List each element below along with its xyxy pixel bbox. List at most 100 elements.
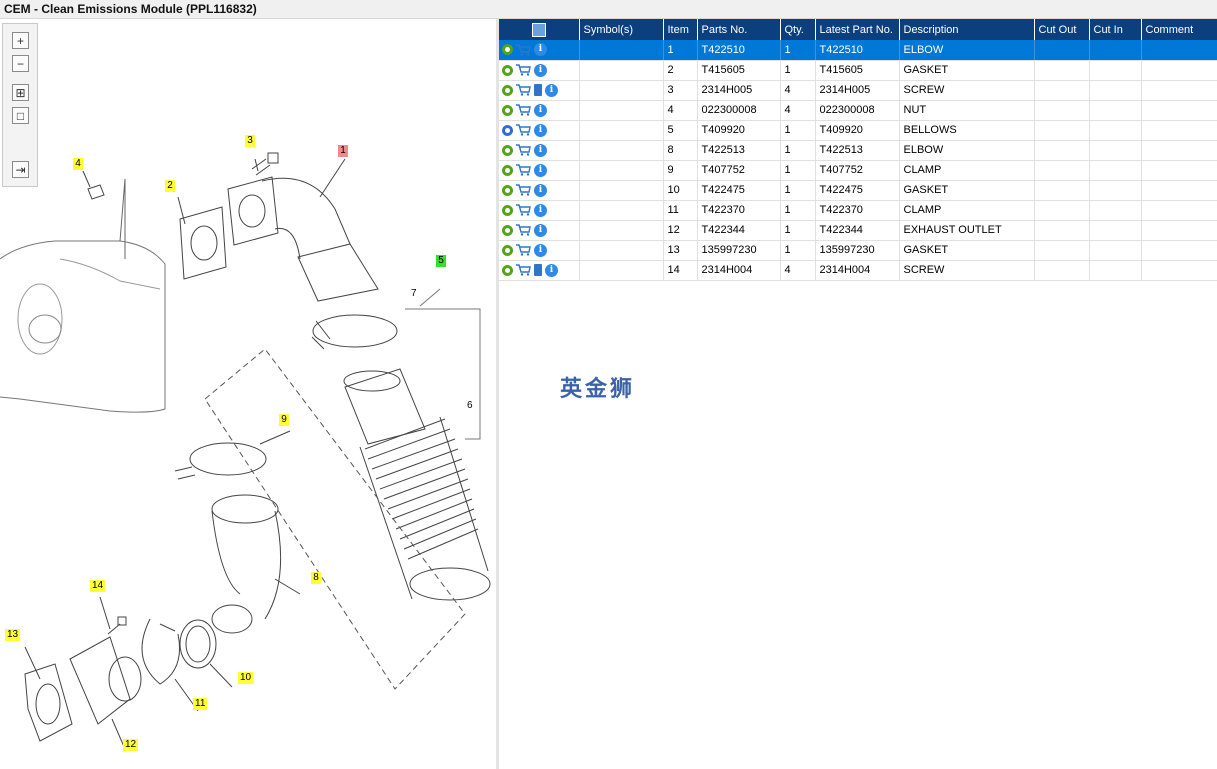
callout-3[interactable]: 3 xyxy=(245,135,255,147)
callout-4[interactable]: 4 xyxy=(73,158,83,170)
column-header-symbols[interactable]: Symbol(s) xyxy=(579,19,664,40)
cart-icon[interactable] xyxy=(516,164,531,176)
row-parts-no: T409920 xyxy=(697,120,781,141)
row-symbols xyxy=(579,120,664,141)
column-header-cut-out[interactable]: Cut Out xyxy=(1034,19,1090,40)
row-cut-out xyxy=(1034,200,1090,221)
info-icon[interactable]: i xyxy=(534,143,547,157)
gear-icon[interactable] xyxy=(502,44,513,56)
callout-13[interactable]: 13 xyxy=(5,629,21,641)
info-icon[interactable]: i xyxy=(534,63,547,77)
row-comment xyxy=(1141,180,1217,201)
callout-5[interactable]: 5 xyxy=(436,255,446,267)
info-icon[interactable]: i xyxy=(534,183,547,197)
column-header-item[interactable]: Item xyxy=(663,19,698,40)
row-action-icons: i xyxy=(499,160,580,181)
column-header-comment[interactable]: Comment xyxy=(1141,19,1217,40)
cart-icon[interactable] xyxy=(516,124,531,136)
info-icon[interactable]: i xyxy=(534,43,547,57)
info-icon[interactable]: i xyxy=(534,123,547,137)
zoom-in-icon[interactable]: + xyxy=(12,32,29,49)
callout-8[interactable]: 8 xyxy=(311,572,321,584)
gear-icon[interactable] xyxy=(502,264,513,276)
column-header-icons[interactable] xyxy=(499,19,580,40)
label-6[interactable]: 6 xyxy=(467,400,473,411)
info-icon[interactable]: i xyxy=(534,103,547,117)
row-action-icons: i xyxy=(499,180,580,201)
export-icon[interactable]: ⇥ xyxy=(12,161,29,178)
cart-icon[interactable] xyxy=(516,184,531,196)
search-parts-icon[interactable] xyxy=(531,22,546,37)
gear-icon[interactable] xyxy=(502,204,513,216)
gear-icon[interactable] xyxy=(502,84,513,96)
cart-icon[interactable] xyxy=(516,84,531,96)
cart-icon[interactable] xyxy=(516,144,531,156)
callout-2[interactable]: 2 xyxy=(165,180,175,192)
row-item: 11 xyxy=(663,200,698,221)
row-description: SCREW xyxy=(899,80,1035,101)
row-symbols xyxy=(579,80,664,101)
gear-icon[interactable] xyxy=(502,64,513,76)
row-action-icons: i xyxy=(499,260,580,281)
exploded-parts-drawing[interactable] xyxy=(0,19,496,769)
column-header-parts-no[interactable]: Parts No. xyxy=(697,19,781,40)
row-symbols xyxy=(579,160,664,181)
row-qty: 1 xyxy=(780,200,816,221)
column-header-description[interactable]: Description xyxy=(899,19,1035,40)
info-icon[interactable]: i xyxy=(545,263,558,277)
gear-icon[interactable] xyxy=(502,144,513,156)
callout-12[interactable]: 12 xyxy=(123,739,139,751)
column-header-qty[interactable]: Qty. xyxy=(780,19,816,40)
column-header-cut-in[interactable]: Cut In xyxy=(1089,19,1142,40)
info-icon[interactable]: i xyxy=(534,243,547,257)
callout-14[interactable]: 14 xyxy=(90,580,106,592)
cart-icon[interactable] xyxy=(516,264,531,276)
pane-splitter[interactable] xyxy=(496,19,499,769)
column-header-latest-part-no[interactable]: Latest Part No. xyxy=(815,19,900,40)
info-icon[interactable]: i xyxy=(534,203,547,217)
row-action-icons: i xyxy=(499,200,580,221)
row-item: 1 xyxy=(663,40,698,61)
row-symbols xyxy=(579,60,664,81)
gear-icon[interactable] xyxy=(502,184,513,196)
gear-icon[interactable] xyxy=(502,244,513,256)
book-icon[interactable] xyxy=(534,84,542,96)
cart-icon[interactable] xyxy=(516,244,531,256)
gear-icon[interactable] xyxy=(502,124,513,136)
callout-11[interactable]: 11 xyxy=(193,698,208,710)
row-parts-no: T422510 xyxy=(697,40,781,61)
cart-icon[interactable] xyxy=(516,44,531,56)
gear-icon[interactable] xyxy=(502,224,513,236)
callout-9[interactable]: 9 xyxy=(279,414,289,426)
fit-all-icon[interactable]: ⊞ xyxy=(12,84,29,101)
cart-icon[interactable] xyxy=(516,204,531,216)
cart-icon[interactable] xyxy=(516,104,531,116)
gear-icon[interactable] xyxy=(502,164,513,176)
diagram-pane[interactable]: + − ⊞ □ ⇥ 1 2 3 4 5 8 9 10 11 12 13 14 6… xyxy=(0,19,496,769)
row-action-icons: i xyxy=(499,100,580,121)
label-7[interactable]: 7 xyxy=(411,288,417,299)
info-icon[interactable]: i xyxy=(545,83,558,97)
cart-icon[interactable] xyxy=(516,64,531,76)
fit-window-icon[interactable]: □ xyxy=(12,107,29,124)
callout-1[interactable]: 1 xyxy=(338,145,348,157)
info-icon[interactable]: i xyxy=(534,223,547,237)
zoom-out-icon[interactable]: − xyxy=(12,55,29,72)
cart-icon[interactable] xyxy=(516,224,531,236)
gear-icon[interactable] xyxy=(502,104,513,116)
callout-10[interactable]: 10 xyxy=(238,672,254,684)
info-icon[interactable]: i xyxy=(534,163,547,177)
book-icon[interactable] xyxy=(534,264,542,276)
